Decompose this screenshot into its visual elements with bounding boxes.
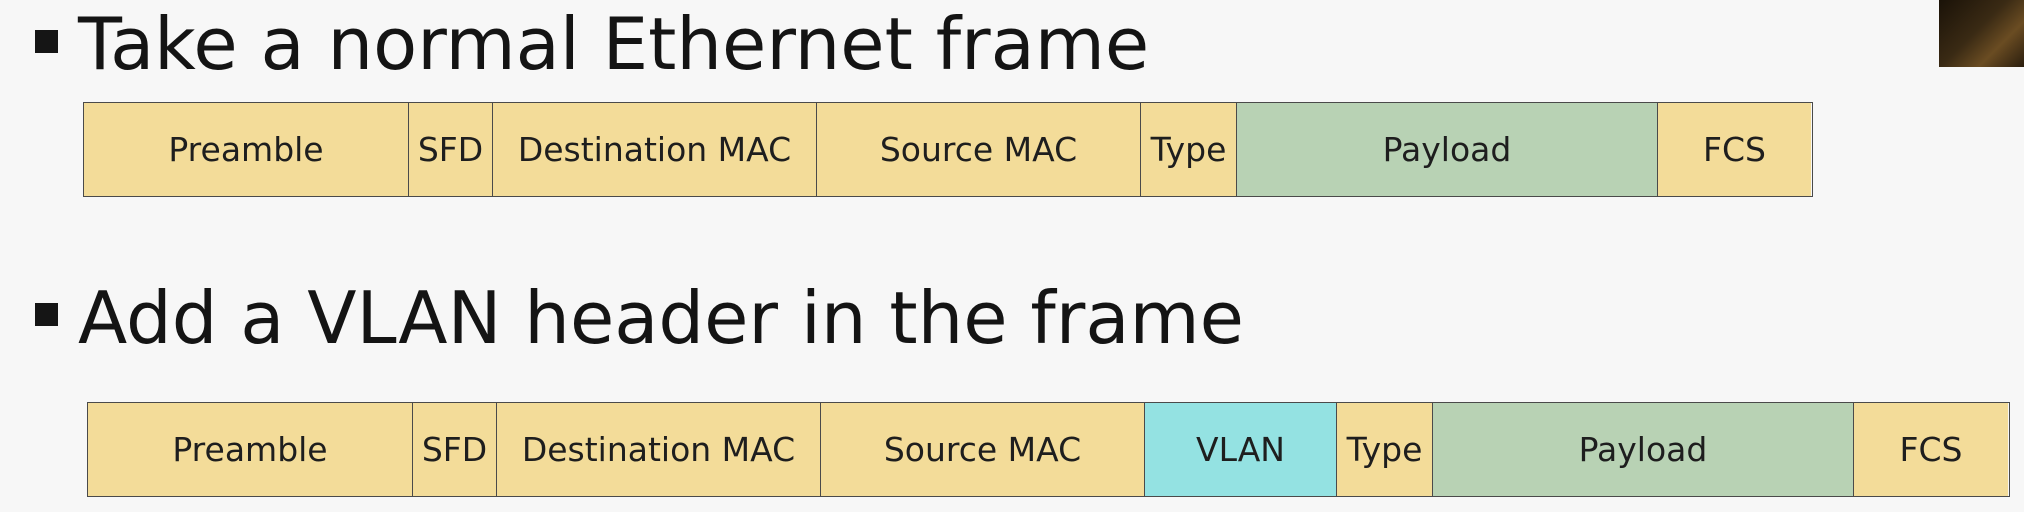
heading-vlan-frame: Add a VLAN header in the frame	[78, 276, 1244, 360]
bullet-2-icon	[35, 303, 58, 326]
field-preamble: Preamble	[84, 103, 408, 196]
field-payload: Payload	[1432, 403, 1853, 496]
field-source-mac: Source MAC	[820, 403, 1144, 496]
field-vlan: VLAN	[1144, 403, 1336, 496]
field-sfd: SFD	[408, 103, 492, 196]
heading-normal-frame: Take a normal Ethernet frame	[78, 2, 1150, 86]
field-source-mac: Source MAC	[816, 103, 1140, 196]
bullet-1-icon	[35, 30, 58, 53]
presenter-video-thumbnail	[1939, 0, 2024, 67]
vlan-frame-diagram: Preamble SFD Destination MAC Source MAC …	[87, 402, 2010, 497]
field-fcs: FCS	[1657, 103, 1811, 196]
field-fcs: FCS	[1853, 403, 2008, 496]
field-destination-mac: Destination MAC	[496, 403, 820, 496]
field-destination-mac: Destination MAC	[492, 103, 816, 196]
field-type: Type	[1140, 103, 1236, 196]
field-sfd: SFD	[412, 403, 496, 496]
field-preamble: Preamble	[88, 403, 412, 496]
field-payload: Payload	[1236, 103, 1657, 196]
ethernet-frame-diagram: Preamble SFD Destination MAC Source MAC …	[83, 102, 1813, 197]
field-type: Type	[1336, 403, 1432, 496]
